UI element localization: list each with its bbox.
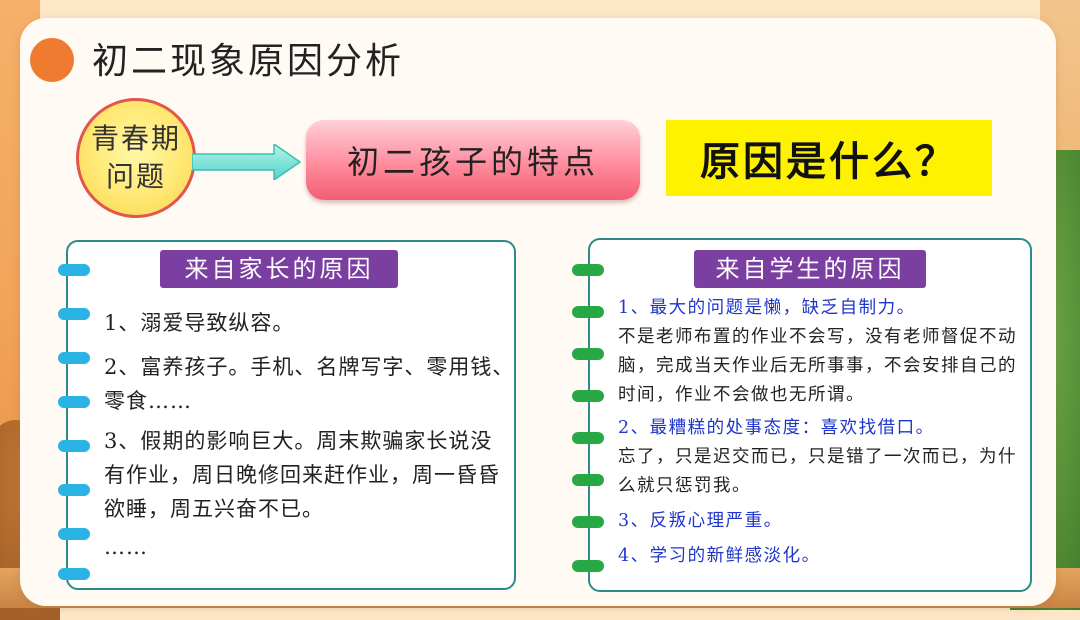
question-label: 原因是什么？ bbox=[700, 138, 958, 185]
feature-box-label: 初二孩子的特点 bbox=[346, 143, 599, 181]
list-item-title: 2、最糟糕的处事态度：喜欢找借口。 bbox=[618, 418, 935, 438]
list-item: …… bbox=[104, 535, 148, 559]
list-item: 2、富养孩子。手机、名牌写字、零用钱、零食…… bbox=[104, 355, 515, 413]
parent-reasons-panel bbox=[66, 240, 516, 590]
notebook-ring bbox=[572, 560, 604, 572]
notebook-ring bbox=[572, 264, 604, 276]
badge-text: 青春期 问题 bbox=[88, 120, 184, 196]
notebook-ring bbox=[58, 396, 90, 408]
notebook-ring bbox=[58, 568, 90, 580]
notebook-ring bbox=[58, 308, 90, 320]
notebook-ring bbox=[58, 440, 90, 452]
notebook-ring bbox=[572, 516, 604, 528]
list-item-body: 不是老师布置的作业不会写，没有老师督促不动脑，完成当天作业后无所事事，不会安排自… bbox=[618, 327, 1017, 405]
notebook-ring bbox=[572, 474, 604, 486]
list-item-body: 忘了，只是迟交而已，只是错了一次而已，为什么就只惩罚我。 bbox=[618, 447, 1017, 496]
notebook-ring bbox=[572, 390, 604, 402]
notebook-ring bbox=[58, 264, 90, 276]
notebook-ring bbox=[572, 348, 604, 360]
list-item-title: 1、最大的问题是懒，缺乏自制力。 bbox=[618, 298, 916, 318]
title-bullet-icon bbox=[30, 38, 74, 82]
list-item: 1、溺爱导致纵容。 bbox=[104, 311, 295, 335]
parent-reasons-header: 来自家长的原因 bbox=[160, 250, 398, 288]
feature-box: 初二孩子的特点 bbox=[306, 120, 640, 200]
badge-line2: 问题 bbox=[105, 160, 166, 193]
badge-line1: 青春期 bbox=[90, 122, 181, 155]
student-reasons-header: 来自学生的原因 bbox=[694, 250, 926, 288]
arrow-right-icon bbox=[192, 144, 302, 180]
list-item-title: 3、反叛心理严重。 bbox=[618, 511, 783, 531]
page-title: 初二现象原因分析 bbox=[92, 41, 405, 82]
student-reasons-panel bbox=[588, 238, 1032, 592]
adolescence-badge: 青春期 问题 bbox=[76, 98, 196, 218]
student-reasons-list: 1、最大的问题是懒，缺乏自制力。 不是老师布置的作业不会写，没有老师督促不动脑，… bbox=[618, 294, 1018, 571]
notebook-ring bbox=[572, 432, 604, 444]
list-item-title: 4、学习的新鲜感淡化。 bbox=[618, 546, 821, 566]
question-box: 原因是什么？ bbox=[666, 120, 992, 196]
notebook-ring bbox=[58, 528, 90, 540]
parent-reasons-list: 1、溺爱导致纵容。 2、富养孩子。手机、名牌写字、零用钱、零食…… 3、假期的影… bbox=[104, 306, 516, 564]
notebook-ring bbox=[572, 306, 604, 318]
notebook-ring bbox=[58, 352, 90, 364]
list-item: 3、假期的影响巨大。周末欺骗家长说没有作业，周日晚修回来赶作业，周一昏昏欲睡，周… bbox=[104, 429, 500, 521]
notebook-ring bbox=[58, 484, 90, 496]
